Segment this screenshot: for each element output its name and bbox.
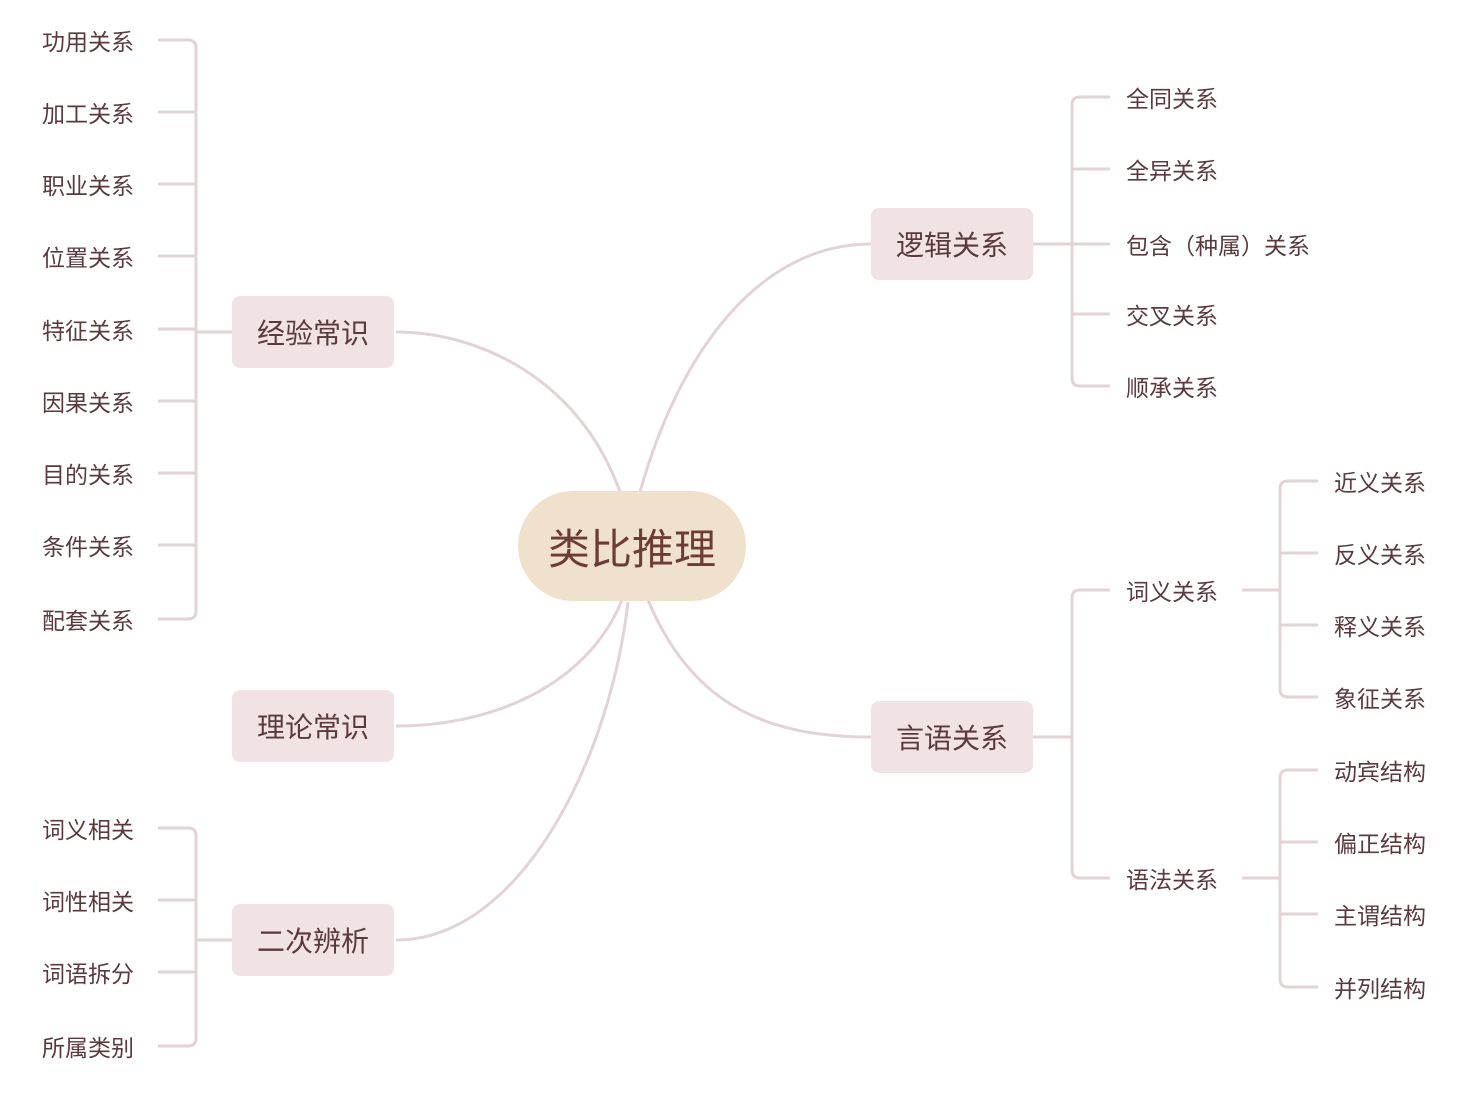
leaf-node[interactable]: 动宾结构 [1334, 760, 1426, 786]
leaf-node[interactable]: 交叉关系 [1126, 304, 1218, 330]
leaf-node[interactable]: 目的关系 [42, 463, 134, 489]
leaf-node[interactable]: 功用关系 [42, 30, 134, 56]
edge-center-lilun [395, 599, 624, 728]
leaf-node[interactable]: 反义关系 [1334, 543, 1426, 569]
leaf-node[interactable]: 词语拆分 [42, 962, 134, 988]
leaf-node[interactable]: 词义相关 [42, 818, 134, 844]
edge-center-erci [395, 601, 630, 942]
edge-center-yanyu [646, 599, 872, 739]
leaf-node[interactable]: 配套关系 [42, 609, 134, 635]
edge-center-luoji [638, 242, 872, 493]
topic-yanyu-guanxi[interactable]: 言语关系 [871, 701, 1033, 773]
leaf-node[interactable]: 特征关系 [42, 319, 134, 345]
subtopic-ciyi-guanxi[interactable]: 词义关系 [1126, 580, 1218, 606]
leaf-node[interactable]: 位置关系 [42, 246, 134, 272]
leaf-node[interactable]: 释义关系 [1334, 615, 1426, 641]
leaf-node[interactable]: 全异关系 [1126, 159, 1218, 185]
edge-center-jingyan [395, 330, 622, 493]
leaf-node[interactable]: 主谓结构 [1334, 904, 1426, 930]
leaf-node[interactable]: 并列结构 [1334, 977, 1426, 1003]
center-node[interactable]: 类比推理 [518, 491, 746, 601]
leaf-node[interactable]: 包含（种属）关系 [1126, 234, 1310, 260]
leaf-node[interactable]: 象征关系 [1334, 687, 1426, 713]
topic-luoji-guanxi[interactable]: 逻辑关系 [871, 208, 1033, 280]
leaf-node[interactable]: 全同关系 [1126, 87, 1218, 113]
leaf-node[interactable]: 因果关系 [42, 391, 134, 417]
leaf-node[interactable]: 条件关系 [42, 535, 134, 561]
leaf-node[interactable]: 词性相关 [42, 890, 134, 916]
topic-jingyan-changshi[interactable]: 经验常识 [232, 296, 394, 368]
leaf-node[interactable]: 职业关系 [42, 174, 134, 200]
topic-erci-bianxi[interactable]: 二次辨析 [232, 904, 394, 976]
subtopic-yufa-guanxi[interactable]: 语法关系 [1126, 868, 1218, 894]
leaf-node[interactable]: 所属类别 [42, 1036, 134, 1062]
topic-lilun-changshi[interactable]: 理论常识 [232, 690, 394, 762]
leaf-node[interactable]: 顺承关系 [1126, 376, 1218, 402]
leaf-node[interactable]: 近义关系 [1334, 471, 1426, 497]
leaf-node[interactable]: 加工关系 [42, 102, 134, 128]
leaf-node[interactable]: 偏正结构 [1334, 832, 1426, 858]
